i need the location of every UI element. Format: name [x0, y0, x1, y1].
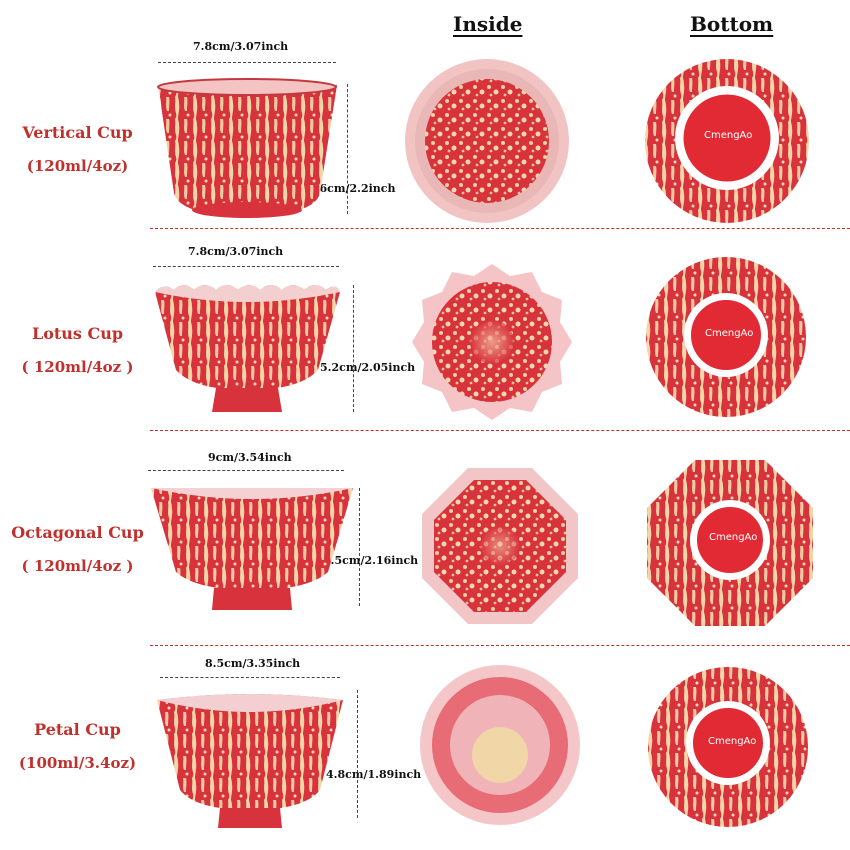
width-dimension: 9cm/3.54inch — [208, 451, 292, 464]
cup-capacity: ( 120ml/4oz ) — [21, 358, 134, 376]
lotus-cup-inside-image — [410, 260, 575, 425]
brand-stamp: CmengAo — [705, 328, 754, 339]
inside-header: Inside — [453, 12, 523, 36]
row-separator — [150, 228, 850, 229]
row-label-lotus: Lotus Cup ( 120ml/4oz ) — [0, 326, 155, 375]
row-label-vertical: Vertical Cup (120ml/4oz) — [0, 125, 155, 174]
cup-capacity: (120ml/4oz) — [26, 157, 129, 175]
width-dimension: 7.8cm/3.07inch — [188, 245, 284, 258]
vertical-cup-bottom-image: CmengAo — [642, 56, 812, 226]
bottom-header: Bottom — [690, 12, 774, 36]
cup-capacity: (100ml/3.4oz) — [18, 754, 137, 772]
octagonal-cup-side-image — [148, 480, 358, 615]
height-line — [353, 285, 354, 412]
row-separator — [150, 430, 850, 431]
width-dimension: 8.5cm/3.35inch — [205, 657, 301, 670]
petal-cup-inside-image — [418, 663, 583, 828]
brand-stamp: CmengAo — [708, 736, 757, 747]
vertical-cup-side-image — [155, 75, 340, 225]
petal-cup-bottom-image: CmengAo — [646, 665, 811, 830]
height-dimension: 5.5cm/2.16inch — [323, 554, 419, 567]
row-label-octagonal: Octagonal Cup ( 120ml/4oz ) — [0, 525, 155, 574]
cup-name: Octagonal Cup — [11, 523, 144, 542]
cup-name: Petal Cup — [34, 720, 121, 739]
lotus-cup-bottom-image: CmengAo — [644, 255, 809, 420]
brand-stamp: CmengAo — [704, 130, 753, 141]
height-dimension: 5.2cm/2.05inch — [320, 361, 416, 374]
height-line — [347, 84, 348, 214]
height-line — [357, 690, 358, 818]
width-line — [148, 470, 344, 471]
vertical-cup-inside-image — [402, 56, 572, 226]
lotus-cup-side-image — [150, 278, 345, 418]
row-label-petal: Petal Cup (100ml/3.4oz) — [0, 722, 155, 771]
height-dimension: 5.6cm/2.2inch — [308, 182, 396, 195]
octagonal-cup-inside-image — [420, 466, 580, 626]
width-line — [160, 677, 340, 678]
petal-cup-side-image — [154, 690, 346, 830]
cup-name: Vertical Cup — [22, 123, 133, 142]
row-separator — [150, 645, 850, 646]
brand-stamp: CmengAo — [709, 532, 758, 543]
height-dimension: 4.8cm/1.89inch — [326, 768, 422, 781]
width-line — [158, 62, 336, 63]
width-dimension: 7.8cm/3.07inch — [193, 40, 289, 53]
cup-name: Lotus Cup — [31, 324, 124, 343]
height-line — [359, 488, 360, 606]
cup-capacity: ( 120ml/4oz ) — [21, 557, 134, 575]
octagonal-cup-bottom-image: CmengAo — [645, 458, 815, 628]
width-line — [153, 266, 339, 267]
